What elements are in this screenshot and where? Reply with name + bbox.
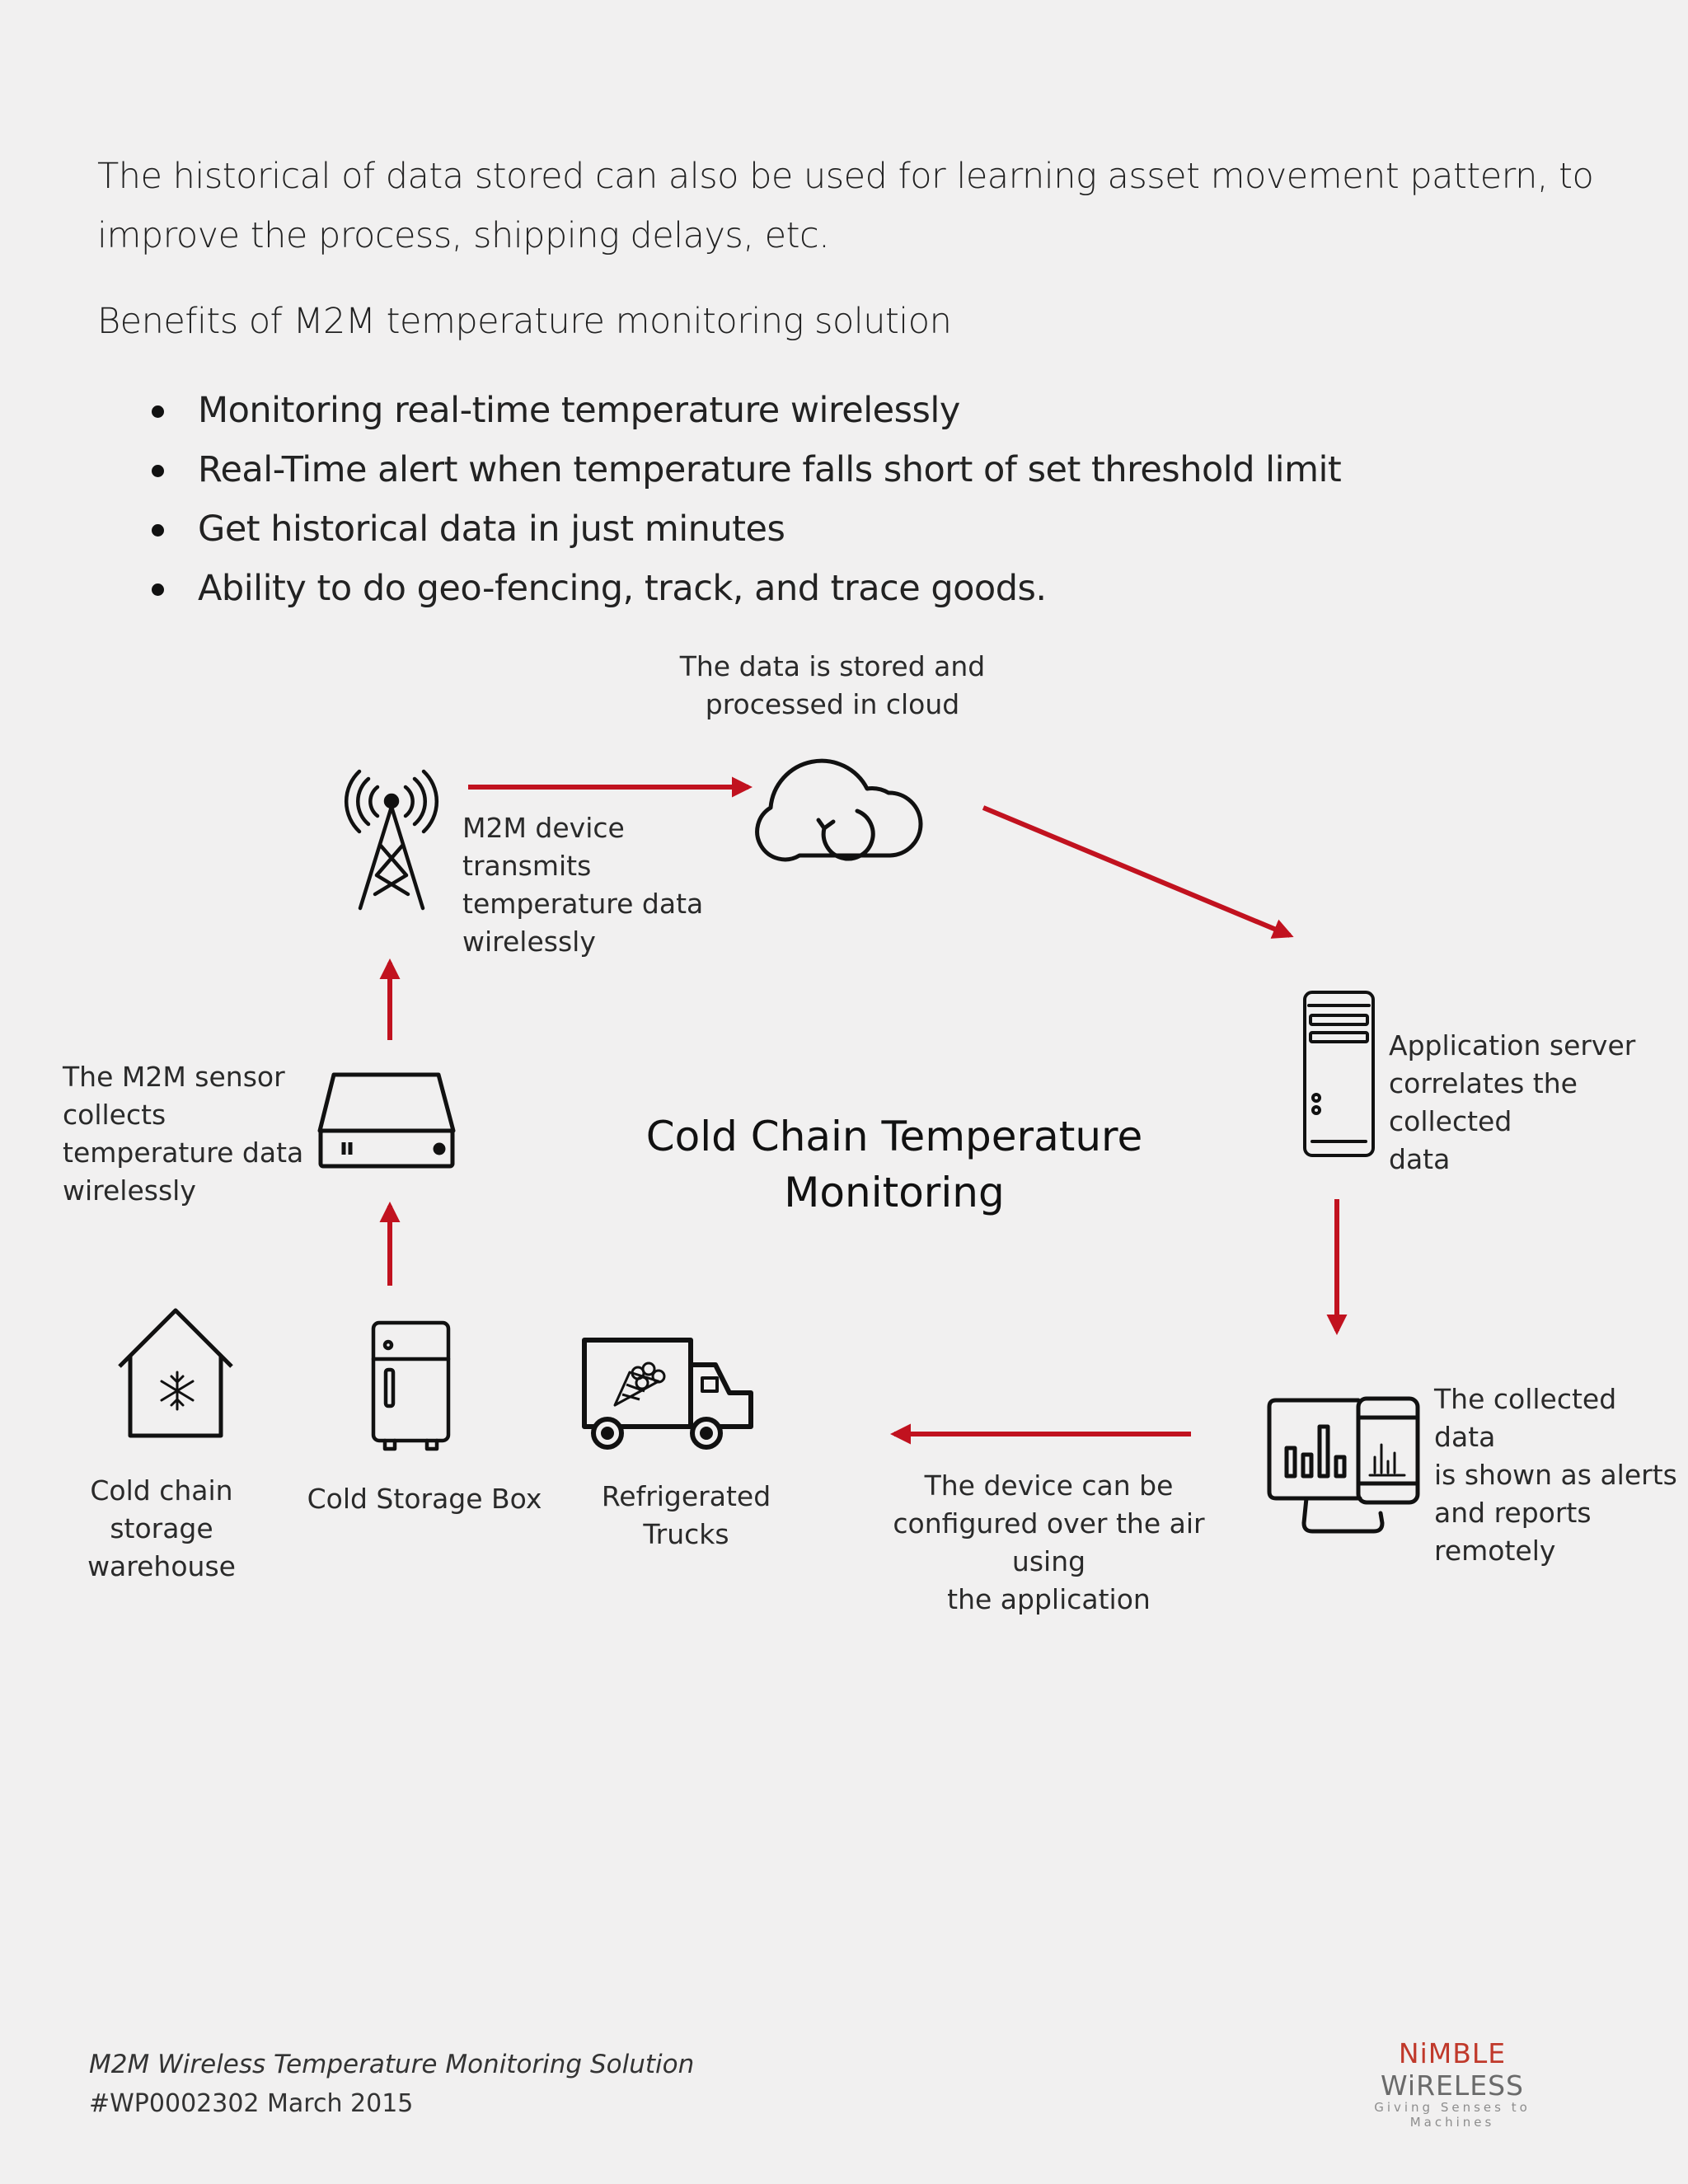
tower-label: M2M device transmits temperature data wi… bbox=[462, 812, 704, 958]
box-label: Cold Storage Box bbox=[307, 1483, 542, 1515]
server-label: Application server correlates the collec… bbox=[1389, 1029, 1636, 1175]
intro-paragraph: The historical of data stored can also b… bbox=[97, 156, 1594, 256]
delivery-truck-icon bbox=[582, 1338, 753, 1450]
diagram-title: Cold Chain Temperature Monitoring bbox=[645, 1113, 1143, 1216]
benefit-item: Real-Time alert when temperature falls s… bbox=[140, 440, 1342, 499]
benefits-list: Monitoring real-time temperature wireles… bbox=[140, 381, 1342, 618]
monitor-phone-chart-icon bbox=[1267, 1396, 1420, 1534]
reports-label: The collected data is shown as alerts an… bbox=[1434, 1383, 1677, 1567]
benefit-item: Ability to do geo-fencing, track, and tr… bbox=[140, 559, 1341, 618]
benefit-item: Get historical data in just minutes bbox=[140, 499, 1341, 559]
logo-part2: WiRELESS bbox=[1381, 2069, 1524, 2102]
cell-tower-icon bbox=[344, 769, 439, 911]
house-snowflake-icon bbox=[118, 1308, 233, 1438]
server-tower-icon bbox=[1303, 991, 1375, 1157]
refrigerator-icon bbox=[371, 1320, 451, 1451]
sensor-device-icon bbox=[317, 1072, 456, 1169]
cloud-sync-icon bbox=[755, 758, 923, 862]
config-label: The device can be configured over the ai… bbox=[893, 1469, 1205, 1615]
arrow-cloud-to-server bbox=[982, 805, 1294, 939]
warehouse-label: Cold chain storage warehouse bbox=[87, 1474, 236, 1582]
footer-doc-id: #WP0002302 March 2015 bbox=[89, 2089, 414, 2118]
flow-arrows bbox=[379, 776, 1348, 1445]
benefits-heading: Benefits of M2M temperature monitoring s… bbox=[97, 301, 952, 342]
logo-part1: NiMBLE bbox=[1398, 2037, 1507, 2069]
logo-tagline: Giving Senses to Machines bbox=[1374, 2100, 1531, 2130]
footer-doc-title: M2M Wireless Temperature Monitoring Solu… bbox=[89, 2050, 695, 2079]
truck-label: Refrigerated Trucks bbox=[601, 1480, 771, 1550]
cloud-label: The data is stored and processed in clou… bbox=[679, 650, 986, 720]
company-logo: NiMBLE WiRELESS Giving Senses to Machine… bbox=[1329, 2037, 1576, 2130]
benefit-item: Monitoring real-time temperature wireles… bbox=[140, 381, 1341, 440]
sensor-label: The M2M sensor collects temperature data… bbox=[63, 1061, 304, 1207]
